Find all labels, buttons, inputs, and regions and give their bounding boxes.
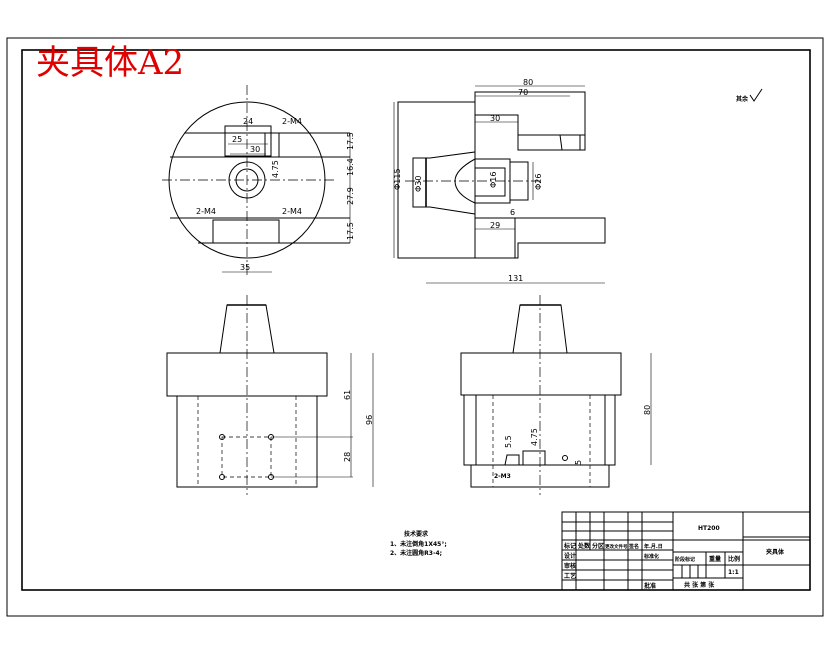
svg-text:设计: 设计 [564,552,576,560]
svg-text:80: 80 [523,78,533,87]
svg-text:分区: 分区 [592,542,604,550]
inner-frame [21,49,811,591]
svg-text:年.月.日: 年.月.日 [644,543,663,550]
svg-text:审核: 审核 [564,562,576,570]
svg-text:工艺: 工艺 [564,572,576,580]
svg-text:技术要求: 技术要求 [404,530,429,538]
svg-text:共 张 第 张: 共 张 第 张 [684,581,715,589]
outer-border [6,37,824,617]
svg-text:6: 6 [510,208,515,217]
svg-text:1、未注倒角1X45°;: 1、未注倒角1X45°; [390,540,447,548]
svg-text:17.5: 17.5 [346,222,355,240]
svg-text:30: 30 [250,145,260,154]
svg-text:17.5: 17.5 [346,132,355,150]
svg-text:2-M4: 2-M4 [282,207,302,216]
svg-text:HT200: HT200 [698,525,720,532]
svg-text:更改文件号: 更改文件号 [605,543,628,550]
svg-text:25: 25 [232,135,242,144]
svg-text:签名: 签名 [628,543,639,550]
svg-text:5: 5 [574,460,583,465]
title-stamp: 夹具体A2 [36,43,184,83]
svg-text:2、未注圆角R3-4;: 2、未注圆角R3-4; [390,549,442,557]
svg-text:2-M3: 2-M3 [494,473,511,480]
svg-text:Φ30: Φ30 [414,176,423,192]
svg-text:2-M4: 2-M4 [282,117,302,126]
side-view: 80 5.5 4.75 5 2-M3 [460,295,652,495]
svg-text:标准化: 标准化 [643,553,659,560]
svg-text:比例: 比例 [728,555,740,563]
svg-text:其余: 其余 [736,95,749,103]
svg-text:重量: 重量 [709,555,721,563]
svg-text:Φ115: Φ115 [393,168,402,190]
svg-text:4.75: 4.75 [530,428,539,446]
svg-text:1:1: 1:1 [728,569,739,576]
svg-text:夹具体: 夹具体 [766,548,785,556]
top-view: 24 25 30 35 2-M4 2-M4 2-M4 17.5 16.4 27.… [162,85,355,278]
svg-text:24: 24 [243,117,253,126]
svg-text:2-M4: 2-M4 [196,207,216,216]
front-view: 61 28 96 [166,295,374,495]
svg-text:29: 29 [490,221,500,230]
svg-text:处数: 处数 [577,542,591,550]
svg-text:96: 96 [365,415,374,425]
svg-text:27.9: 27.9 [346,187,355,205]
svg-text:70: 70 [518,88,528,97]
section-view: 80 70 30 29 131 6 Φ115 Φ30 Φ16 Φ26 [393,78,606,284]
svg-text:标记: 标记 [563,542,576,550]
svg-text:5.5: 5.5 [504,435,513,448]
svg-text:批准: 批准 [644,582,656,590]
svg-text:Φ26: Φ26 [534,174,543,190]
svg-text:131: 131 [508,274,523,283]
svg-text:35: 35 [240,263,250,272]
svg-text:28: 28 [343,452,352,462]
svg-text:16.4: 16.4 [346,158,355,176]
roughness-note: 其余 [736,88,763,103]
title-block: HT200 夹具体 标记 处数 分区 更改文件号 签名 年.月.日 设计 审核 … [561,511,811,591]
svg-text:61: 61 [343,390,352,400]
svg-text:阶段标记: 阶段标记 [675,556,695,563]
svg-text:30: 30 [490,114,500,123]
svg-text:80: 80 [643,405,652,415]
roughness-symbol-icon [749,88,763,102]
svg-text:4.75: 4.75 [271,160,280,178]
technical-requirements: 技术要求 1、未注倒角1X45°; 2、未注圆角R3-4; [390,530,447,557]
svg-text:Φ16: Φ16 [489,172,498,188]
